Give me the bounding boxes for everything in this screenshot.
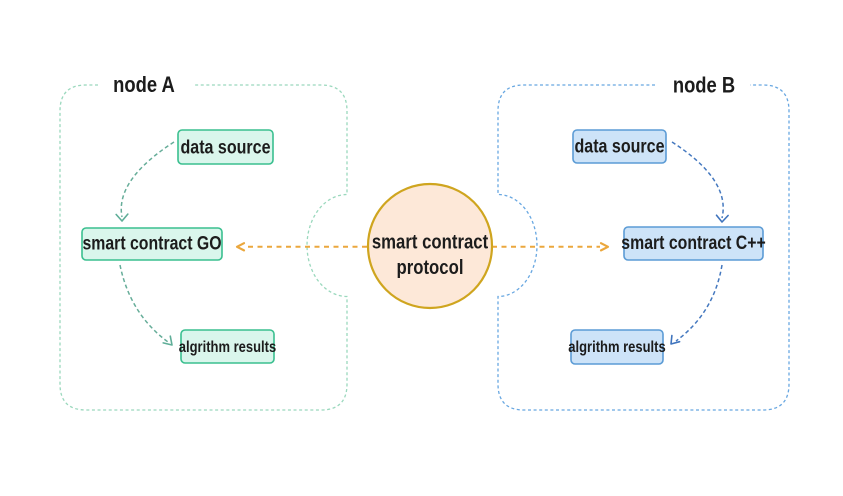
svg-text:algrithm results: algrithm results xyxy=(179,339,276,356)
svg-text:data source: data source xyxy=(574,135,664,157)
svg-text:algrithm results: algrithm results xyxy=(568,339,665,356)
svg-text:protocol: protocol xyxy=(397,256,464,279)
svg-text:data source: data source xyxy=(180,136,270,158)
svg-text:node A: node A xyxy=(113,74,175,98)
svg-text:node B: node B xyxy=(673,74,735,98)
svg-text:smart contract C++: smart contract C++ xyxy=(621,232,765,254)
svg-text:smart contract: smart contract xyxy=(372,230,488,253)
svg-text:smart contract GO: smart contract GO xyxy=(82,232,221,254)
